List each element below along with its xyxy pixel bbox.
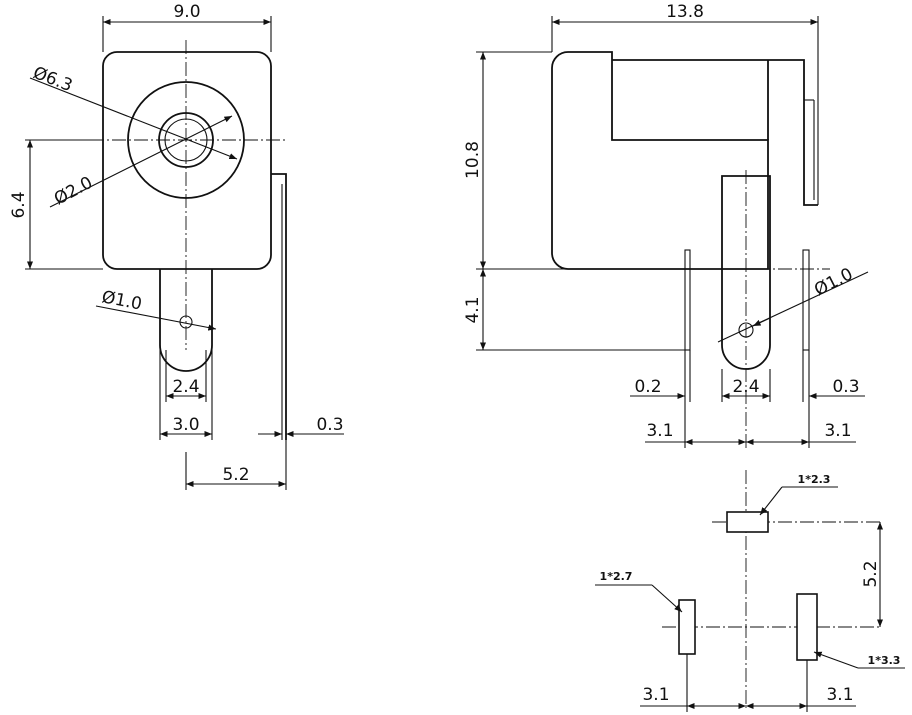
dim-side-right-thk: 0.3 [832, 377, 859, 397]
front-pin [159, 269, 213, 372]
dim-front-height: 6.4 [9, 191, 29, 218]
side-center-pin [721, 175, 771, 370]
dim-side-pitch-left: 3.1 [646, 421, 673, 441]
side-left-pin [684, 249, 691, 351]
dim-front-pin-outer: 3.0 [172, 415, 199, 435]
dim-side-pin-width: 2.4 [732, 377, 759, 397]
dim-side-left-thk: 0.2 [634, 377, 661, 397]
dim-side-hole: Ø1.0 [811, 264, 856, 300]
label-right-pad: 1*3.3 [868, 654, 901, 667]
dim-footprint-vertical: 5.2 [861, 560, 881, 587]
pad-left [678, 599, 696, 655]
dim-side-pitch-right: 3.1 [824, 421, 851, 441]
dim-side-pin-len: 4.1 [463, 296, 483, 323]
pad-top [726, 511, 769, 533]
label-top-pad: 1*2.3 [798, 473, 831, 486]
dim-front-offset: 5.2 [222, 465, 249, 485]
dim-front-pin-inner: 2.4 [172, 377, 199, 397]
dim-inner-dia: Ø2.0 [51, 173, 96, 210]
pad-right [796, 593, 818, 661]
dim-front-side-thk: 0.3 [316, 415, 343, 435]
dim-front-hole: Ø1.0 [100, 287, 143, 314]
pcb-footprint: 1*2.3 1*2.7 1*3.3 5.2 3.1 3.1 [595, 470, 905, 712]
side-view: 13.8 10.8 4.1 Ø1.0 0.2 2.4 0.3 3.1 [463, 2, 869, 448]
label-left-pad: 1*2.7 [600, 570, 633, 583]
side-body-outline [551, 51, 769, 270]
front-body-outline [102, 51, 272, 270]
dim-outer-dia: Ø6.3 [30, 63, 75, 96]
dim-side-length: 13.8 [666, 2, 704, 22]
front-view: 9.0 Ø6.3 Ø2.0 6.4 Ø1.0 2.4 3.0 0.3 5.2 [9, 2, 344, 490]
dim-side-height: 10.8 [463, 141, 483, 179]
front-side-contact [271, 173, 287, 440]
dim-front-width: 9.0 [173, 2, 200, 22]
dim-footprint-pitch-right: 3.1 [826, 685, 853, 705]
dim-footprint-pitch-left: 3.1 [642, 685, 669, 705]
